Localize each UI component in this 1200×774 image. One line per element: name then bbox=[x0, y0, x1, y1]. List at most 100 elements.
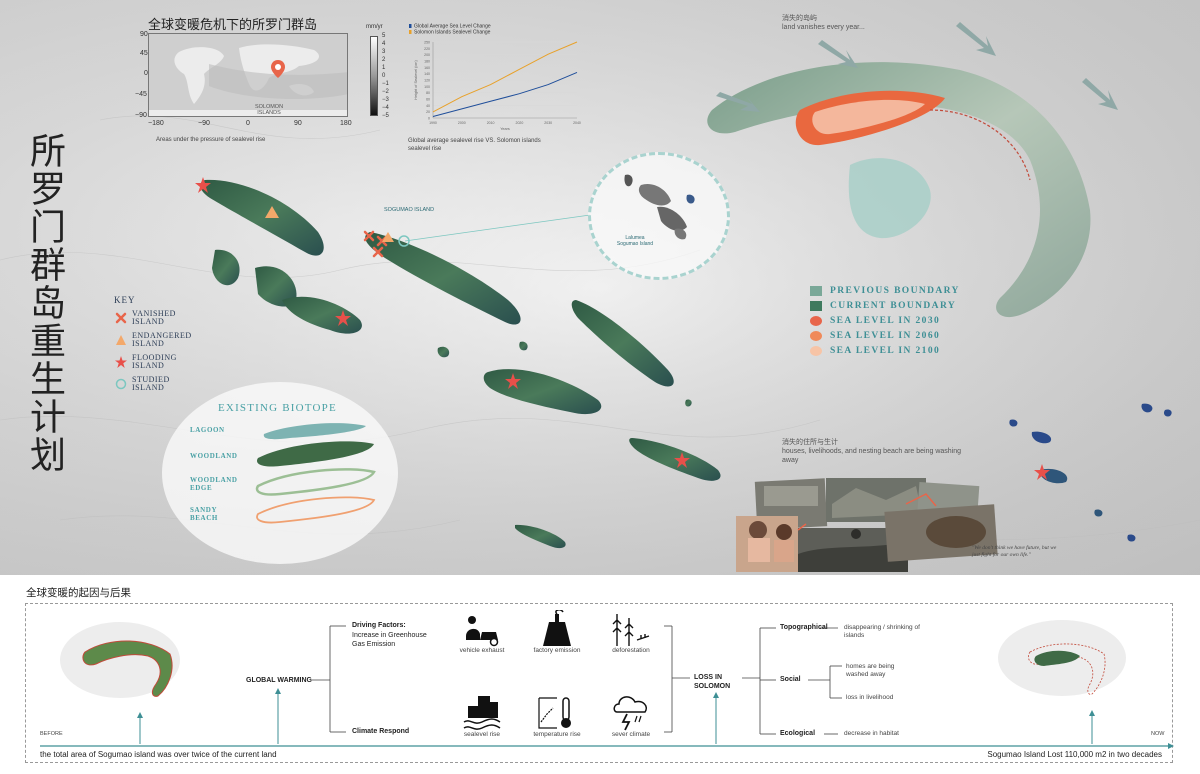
legend-previous-boundary: PREVIOUS BOUNDARY bbox=[810, 286, 960, 296]
category-ecological: Ecological bbox=[780, 730, 816, 737]
temperature-rise-label: temperature rise bbox=[533, 731, 581, 738]
key-item-studied: STUDIED ISLAND bbox=[114, 373, 234, 395]
social-item: homes are being washed away bbox=[846, 663, 895, 678]
livelihood-note-en: houses, livelihoods, and nesting beach a… bbox=[782, 448, 962, 464]
lat-tick: −45 bbox=[135, 91, 147, 98]
bottom-section-title: 全球变暖的起因与后果 bbox=[26, 587, 131, 599]
lat-tick: 90 bbox=[140, 31, 148, 38]
now-caption: Sogumao Island Lost 110,000 m2 in two de… bbox=[987, 750, 1162, 759]
biotope-shapes bbox=[255, 423, 376, 524]
legend-swatch bbox=[409, 30, 412, 34]
ecological-item: decrease in habitat bbox=[844, 730, 899, 737]
key-item-vanished: VANISHED ISLAND bbox=[114, 307, 234, 329]
island-new-georgia-1 bbox=[212, 249, 240, 286]
before-label: BEFORE bbox=[40, 731, 63, 737]
lon-tick: −180 bbox=[148, 120, 164, 127]
legend-sealevel-2100: SEA LEVEL IN 2100 bbox=[810, 346, 940, 356]
world-sealevel-map: SOLOMON ISLANDS bbox=[148, 33, 348, 117]
legend-label: Solomon Islands Sealevel Change bbox=[414, 30, 491, 36]
island-new-georgia-3 bbox=[282, 296, 362, 334]
y-tick-label: 120 bbox=[424, 79, 430, 83]
y-tick-label: 250 bbox=[424, 41, 430, 45]
deforestation-icon bbox=[612, 614, 650, 646]
biotope-label-sandy-beach: SANDY BEACH bbox=[190, 506, 218, 522]
endangered-island-marker bbox=[265, 206, 279, 218]
sealevel-rise-label: sealevel rise bbox=[463, 731, 501, 738]
x-axis-label: Years bbox=[500, 127, 510, 130]
key-label: VANISHED ISLAND bbox=[132, 309, 176, 326]
temperature-rise-icon bbox=[538, 697, 571, 729]
y-tick-label: 140 bbox=[424, 72, 430, 76]
series-line-2 bbox=[432, 41, 578, 113]
key-item-flooding: FLOODING ISLAND bbox=[114, 351, 234, 373]
location-pin-icon bbox=[271, 60, 285, 78]
sogumao-island-large bbox=[707, 22, 1118, 318]
loss-in-solomon-label: LOSS IN SOLOMON bbox=[694, 674, 731, 690]
island-makira bbox=[629, 438, 721, 481]
photo-collage bbox=[736, 478, 998, 572]
severe-climate-icon bbox=[613, 696, 647, 731]
lon-tick: 0 bbox=[246, 120, 250, 127]
biotope-label-woodland: WOODLAND bbox=[190, 452, 238, 460]
climate-respond-label: Climate Respond bbox=[352, 728, 410, 735]
before-caption: the total area of Sogumao island was ove… bbox=[40, 750, 277, 759]
world-map-title: 全球变暖危机下的所罗门群岛 bbox=[148, 18, 318, 33]
y-tick-label: 220 bbox=[424, 47, 430, 51]
lat-tick: −90 bbox=[135, 112, 147, 119]
factory-emission-icon bbox=[543, 610, 571, 646]
endangered-island-marker bbox=[382, 232, 394, 242]
legend-current-boundary: CURRENT BOUNDARY bbox=[810, 301, 956, 311]
topographical-item: disappearing / shrinking of islands bbox=[844, 624, 920, 639]
biotope-label-lagoon: LAGOON bbox=[190, 426, 225, 434]
severe-climate-label: sever climate bbox=[611, 731, 651, 738]
y-axis-label: Height of Sealevel (cm) bbox=[414, 60, 418, 100]
colorbar-tick: −5 bbox=[382, 113, 389, 119]
colorbar-tick: 2 bbox=[382, 57, 386, 63]
legend-sealevel-2060: SEA LEVEL IN 2060 bbox=[810, 331, 940, 341]
colorbar-tick: −3 bbox=[382, 97, 389, 103]
colorbar-tick: 4 bbox=[382, 41, 386, 47]
cause-effect-lines bbox=[40, 620, 1174, 749]
livelihood-note: 消失的住所与生计 houses, livelihoods, and nestin… bbox=[782, 438, 972, 465]
colorbar-tick: −1 bbox=[382, 81, 389, 87]
y-tick-label: 60 bbox=[426, 98, 430, 102]
swatch-icon bbox=[810, 331, 822, 341]
colorbar-tick: 3 bbox=[382, 49, 386, 55]
vehicle-exhaust-icon bbox=[466, 616, 499, 647]
y-tick-label: 200 bbox=[424, 53, 430, 57]
vanished-island-marker bbox=[363, 230, 388, 258]
resident-quote: "We don't think we have future, but we j… bbox=[972, 545, 1057, 558]
y-tick-label: 0 bbox=[428, 117, 430, 121]
now-label: NOW bbox=[1151, 731, 1165, 737]
category-social: Social bbox=[780, 676, 801, 683]
circle-icon bbox=[114, 377, 128, 391]
biotope-title: EXISTING BIOTOPE bbox=[218, 402, 337, 414]
vehicle-exhaust-label: vehicle exhaust bbox=[459, 647, 505, 654]
vertical-title: 所罗门群岛重生计划 bbox=[24, 132, 65, 474]
swatch-icon bbox=[810, 286, 822, 296]
island-santa-isabel bbox=[365, 232, 521, 325]
y-tick-label: 40 bbox=[426, 104, 430, 108]
y-tick-label: 80 bbox=[426, 91, 430, 95]
x-tick-label: 2040 bbox=[573, 121, 581, 125]
island-status-markers bbox=[195, 177, 1050, 480]
sealevel-rise-icon bbox=[463, 696, 501, 730]
driving-factors-text: Increase in Greenhouse Gas Emission bbox=[352, 632, 427, 648]
sogumao-zoom-circle[interactable]: Lalumea Sogumao Island bbox=[588, 152, 730, 280]
category-topographical: Topographical bbox=[780, 624, 828, 631]
studied-island-marker[interactable] bbox=[398, 235, 410, 247]
key-title: KEY bbox=[114, 295, 136, 305]
y-tick-label: 100 bbox=[424, 85, 430, 89]
flooding-island-marker bbox=[195, 177, 211, 193]
swatch-icon bbox=[810, 316, 822, 326]
driving-factors-title: Driving Factors: bbox=[352, 622, 406, 629]
biotope-circle bbox=[162, 382, 398, 564]
x-tick-label: 2020 bbox=[516, 121, 524, 125]
deforestation-label: deforestation bbox=[612, 647, 650, 654]
y-tick-label: 20 bbox=[426, 110, 430, 114]
flooding-island-marker bbox=[1034, 464, 1050, 480]
legend-sealevel-2030: SEA LEVEL IN 2030 bbox=[810, 316, 940, 326]
flooding-island-marker bbox=[674, 452, 690, 468]
